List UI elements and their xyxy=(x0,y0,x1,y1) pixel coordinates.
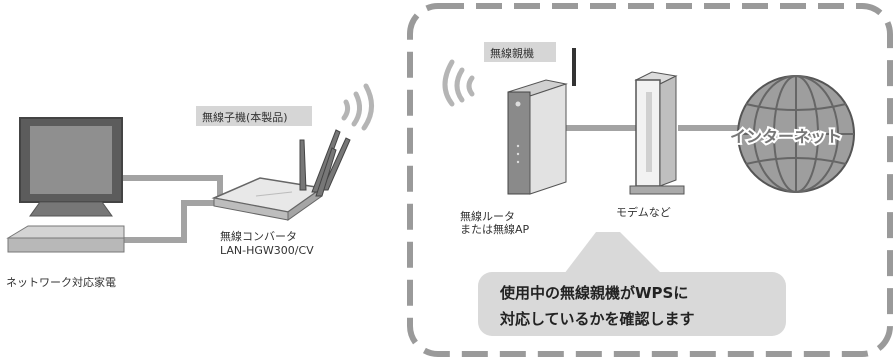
wireless-child-tag: 無線子機(本製品) xyxy=(202,110,288,124)
router-icon xyxy=(507,48,576,195)
internet-label: インターネット xyxy=(730,127,842,146)
router-wifi-icon xyxy=(442,59,475,107)
converter-label-line1: 無線コンバータ xyxy=(220,229,297,243)
router-label-line2: または無線AP xyxy=(460,222,530,236)
router-label-line1: 無線ルータ xyxy=(460,209,515,223)
appliance-to-converter-cable xyxy=(122,200,222,243)
parent-tag-box xyxy=(484,42,556,62)
converter-label-line2: LAN-HGW300/CV xyxy=(220,244,314,257)
dashed-region xyxy=(407,3,893,357)
callout-line2: 対応しているかを確認します xyxy=(499,310,695,328)
network-appliance-icon xyxy=(6,225,125,253)
callout-line1: 使用中の無線親機がWPSに xyxy=(499,284,688,302)
wireless-child-tag-box xyxy=(196,106,312,126)
modem-icon xyxy=(629,71,685,195)
callout-box xyxy=(478,272,786,336)
converter-wifi-icon xyxy=(341,83,374,131)
parent-tag: 無線親機 xyxy=(490,46,534,60)
modem-label: モデムなど xyxy=(616,205,671,219)
globe-icon xyxy=(737,75,855,193)
callout-pointer xyxy=(564,232,662,274)
appliance-label: ネットワーク対応家電 xyxy=(6,275,116,289)
converter-antennas xyxy=(299,129,351,197)
tv-to-converter-cable xyxy=(120,175,223,200)
tv-icon xyxy=(19,117,123,217)
